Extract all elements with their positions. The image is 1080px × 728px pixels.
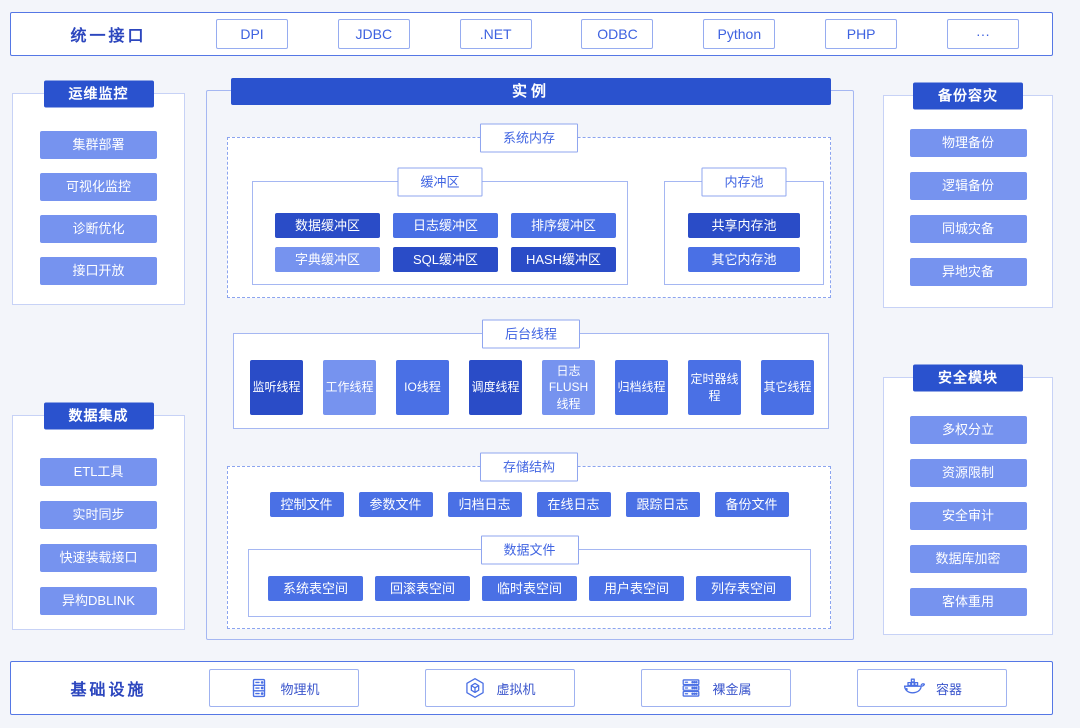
panel-backup-dr: 备份容灾 物理备份 逻辑备份 同城灾备 异地灾备 (883, 82, 1053, 308)
infrastructure-items: 物理机 虚拟机 (209, 669, 1007, 707)
buffer-area-label: 缓冲区 (397, 167, 483, 197)
infra-box-bare-metal[interactable]: 裸金属 (641, 669, 791, 707)
security-item-resource-limit: 资源限制 (909, 459, 1027, 487)
buffer-chip-log: 日志缓冲区 (393, 213, 498, 238)
storage-structure-box: 存储结构 控制文件 参数文件 归档日志 在线日志 跟踪日志 备份文件 数据文件 … (227, 452, 831, 629)
infra-box-label: 裸金属 (712, 681, 752, 697)
instance-title: 实例 (231, 78, 831, 105)
panel-data-integration: 数据集成 ETL工具 实时同步 快速装载接口 异构DBLINK (12, 402, 185, 630)
security-item-db-encryption: 数据库加密 (909, 545, 1027, 573)
panel-ops-monitoring-title: 运维监控 (43, 80, 154, 108)
backup-item-local-dr: 同城灾备 (909, 215, 1027, 243)
background-threads-label: 后台线程 (481, 319, 581, 349)
system-memory-label: 系统内存 (479, 123, 579, 153)
backup-item-physical: 物理备份 (909, 129, 1027, 157)
buffer-chip-hash: HASH缓冲区 (511, 247, 616, 272)
panel-security-module: 安全模块 多权分立 资源限制 安全审计 数据库加密 客体重用 (883, 364, 1053, 635)
infra-box-label: 容器 (935, 681, 962, 697)
buffer-grid: 数据缓冲区 日志缓冲区 排序缓冲区 字典缓冲区 SQL缓冲区 HASH缓冲区 (275, 213, 616, 272)
thread-chip-log-flush: 日志FLUSH线程 (542, 360, 595, 415)
panel-ops-monitoring: 运维监控 集群部署 可视化监控 诊断优化 接口开放 (12, 80, 185, 305)
unified-interface-bar: 统一接口 DPI JDBC .NET ODBC Python PHP ··· (10, 12, 1053, 56)
buffer-area-box: 缓冲区 数据缓冲区 日志缓冲区 排序缓冲区 字典缓冲区 SQL缓冲区 HASH缓… (252, 167, 628, 285)
infra-box-label: 虚拟机 (496, 681, 536, 697)
thread-chip-worker: 工作线程 (323, 360, 376, 415)
panel-security-module-title: 安全模块 (913, 364, 1023, 392)
api-button-dpi[interactable]: DPI (216, 19, 288, 49)
threads-row: 监听线程 工作线程 IO线程 调度线程 日志FLUSH线程 归档线程 定时器线程… (250, 360, 814, 415)
security-item-audit: 安全审计 (909, 502, 1027, 530)
memory-pool-column: 共享内存池 其它内存池 (688, 213, 800, 272)
api-button-odbc[interactable]: ODBC (581, 19, 654, 49)
di-item-hetero-dblink: 异构DBLINK (40, 587, 157, 615)
thread-chip-listener: 监听线程 (250, 360, 303, 415)
docker-icon (902, 676, 926, 700)
file-chip-control: 控制文件 (269, 492, 344, 517)
instance-container: 实例 系统内存 缓冲区 数据缓冲区 日志缓冲区 排序缓冲区 字典缓冲区 SQL缓… (206, 78, 854, 640)
thread-chip-scheduler: 调度线程 (469, 360, 522, 415)
di-item-etl-tools: ETL工具 (40, 458, 157, 486)
file-chip-backup: 备份文件 (714, 492, 789, 517)
buffer-chip-sql: SQL缓冲区 (393, 247, 498, 272)
file-chip-parameter: 参数文件 (358, 492, 433, 517)
memory-pool-label: 内存池 (701, 167, 787, 197)
api-button-php[interactable]: PHP (825, 19, 898, 49)
security-item-object-reuse: 客体重用 (909, 588, 1027, 616)
storage-files-row: 控制文件 参数文件 归档日志 在线日志 跟踪日志 备份文件 (228, 492, 830, 517)
buffer-chip-sort: 排序缓冲区 (511, 213, 616, 238)
file-chip-trace-log: 跟踪日志 (625, 492, 700, 517)
api-button-dotnet[interactable]: .NET (459, 19, 532, 49)
panel-data-integration-title: 数据集成 (43, 402, 154, 430)
ops-item-open-api: 接口开放 (40, 257, 157, 285)
backup-item-logical: 逻辑备份 (909, 172, 1027, 200)
ts-chip-temp: 临时表空间 (482, 576, 577, 601)
ts-chip-rollback: 回滚表空间 (375, 576, 470, 601)
infra-box-container[interactable]: 容器 (857, 669, 1007, 707)
ops-item-diagnosis-tuning: 诊断优化 (40, 215, 157, 243)
api-button-jdbc[interactable]: JDBC (337, 19, 410, 49)
ops-item-cluster-deploy: 集群部署 (40, 131, 157, 159)
data-files-label: 数据文件 (480, 535, 579, 565)
ts-chip-user: 用户表空间 (589, 576, 684, 601)
data-files-box: 数据文件 系统表空间 回滚表空间 临时表空间 用户表空间 列存表空间 (248, 535, 811, 617)
di-item-realtime-sync: 实时同步 (40, 501, 157, 529)
file-chip-online-log: 在线日志 (536, 492, 611, 517)
infrastructure-bar: 基础设施 物理机 (10, 661, 1053, 715)
backup-item-remote-dr: 异地灾备 (909, 258, 1027, 286)
storage-structure-label: 存储结构 (479, 452, 579, 482)
memory-pool-box: 内存池 共享内存池 其它内存池 (664, 167, 824, 285)
background-threads-box: 后台线程 监听线程 工作线程 IO线程 调度线程 日志FLUSH线程 归档线程 … (233, 319, 829, 429)
thread-chip-io: IO线程 (396, 360, 449, 415)
buffer-chip-dict: 字典缓冲区 (275, 247, 380, 272)
thread-chip-timer: 定时器线程 (688, 360, 741, 415)
thread-chip-archive: 归档线程 (615, 360, 668, 415)
file-chip-archive-log: 归档日志 (447, 492, 522, 517)
infra-box-virtual-machine[interactable]: 虚拟机 (425, 669, 575, 707)
panel-backup-dr-title: 备份容灾 (913, 82, 1023, 110)
ts-chip-columnar: 列存表空间 (696, 576, 791, 601)
unified-interface-title: 统一接口 (70, 28, 147, 45)
api-button-python[interactable]: Python (703, 19, 776, 49)
tablespace-row: 系统表空间 回滚表空间 临时表空间 用户表空间 列存表空间 (249, 576, 810, 601)
api-button-row: DPI JDBC .NET ODBC Python PHP ··· (216, 19, 1019, 49)
thread-chip-other: 其它线程 (761, 360, 814, 415)
api-button-more[interactable]: ··· (946, 19, 1019, 49)
server-icon (248, 677, 270, 699)
buffer-chip-data: 数据缓冲区 (275, 213, 380, 238)
pool-chip-other: 其它内存池 (688, 247, 800, 272)
infrastructure-title: 基础设施 (70, 682, 147, 699)
di-item-fast-load-api: 快速装载接口 (40, 544, 157, 572)
ops-item-visual-monitoring: 可视化监控 (40, 173, 157, 201)
pool-chip-shared: 共享内存池 (688, 213, 800, 238)
rack-icon (680, 677, 702, 699)
ts-chip-system: 系统表空间 (268, 576, 363, 601)
system-memory-box: 系统内存 缓冲区 数据缓冲区 日志缓冲区 排序缓冲区 字典缓冲区 SQL缓冲区 … (227, 123, 831, 298)
security-item-separation: 多权分立 (909, 416, 1027, 444)
infra-box-label: 物理机 (280, 681, 320, 697)
vm-icon (464, 677, 486, 699)
infra-box-physical-machine[interactable]: 物理机 (209, 669, 359, 707)
